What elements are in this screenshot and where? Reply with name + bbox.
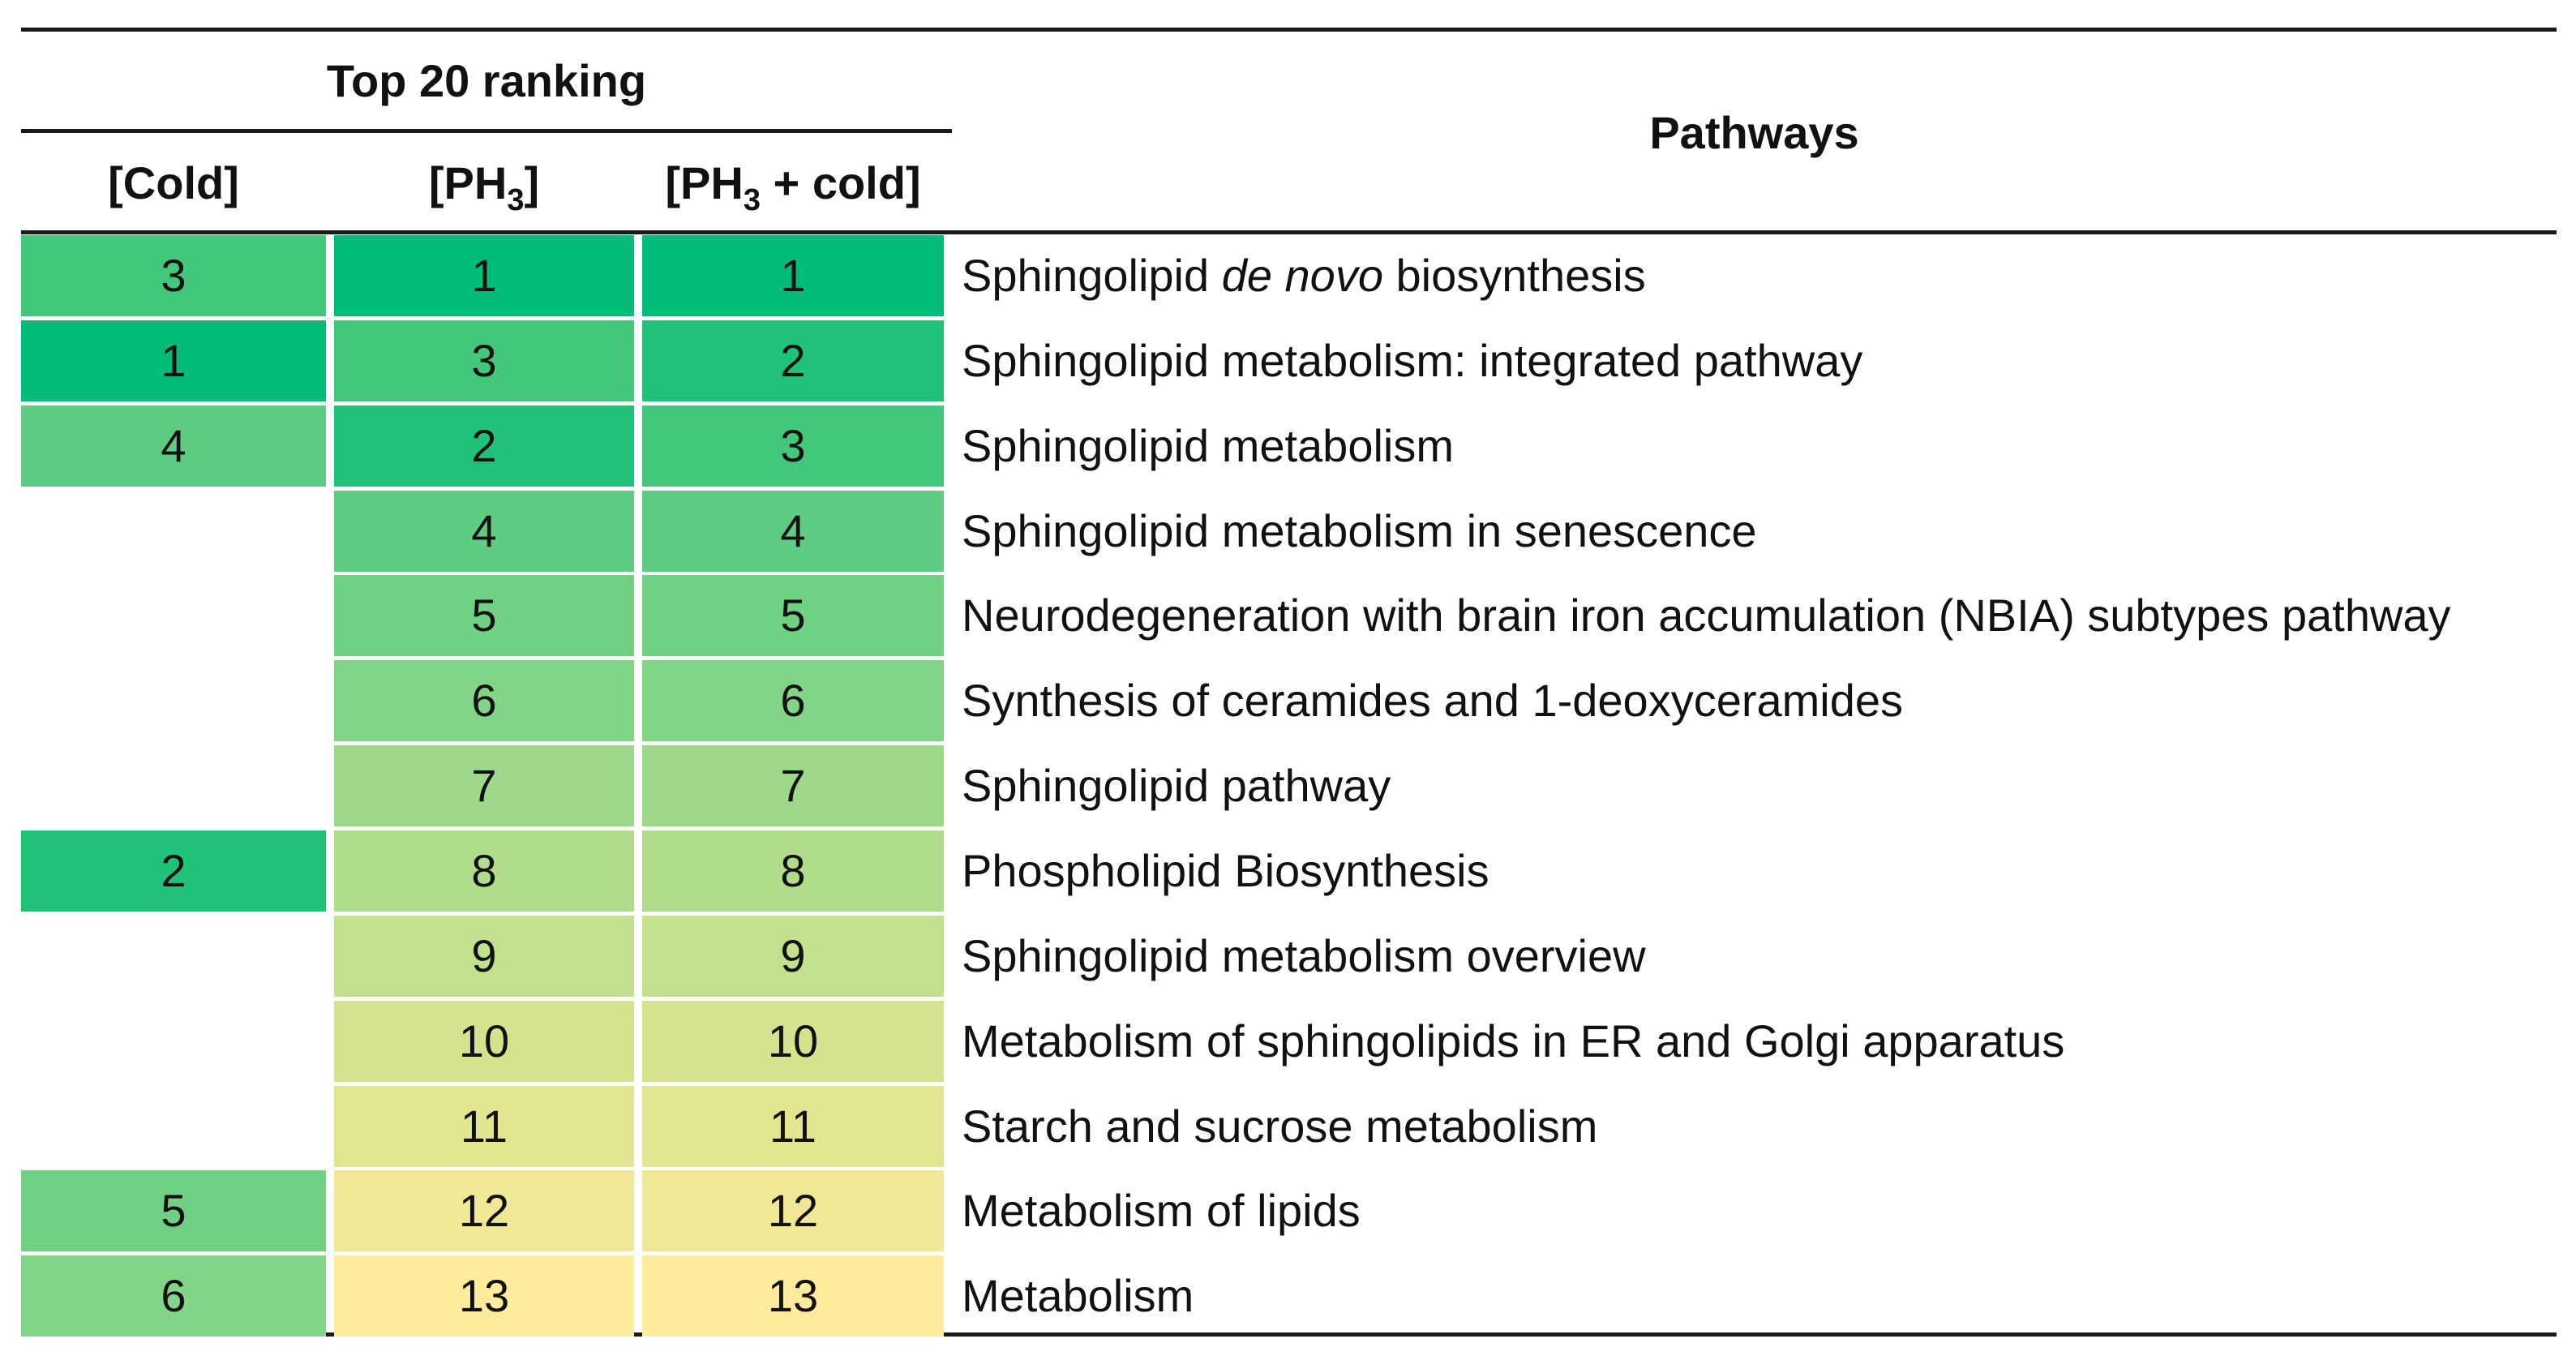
pathway-text-italic: de novo (1221, 250, 1383, 301)
pathway-label: Sphingolipid metabolism overview (962, 916, 1646, 997)
rank-cell-ph3-cold: 6 (642, 660, 944, 742)
rank-cell-ph3: 5 (334, 575, 634, 657)
rank-cell-cold: 6 (21, 1255, 326, 1337)
pathway-text: Starch and sucrose metabolism (962, 1100, 1598, 1152)
pathway-text: Synthesis of ceramides and 1-deoxycerami… (962, 675, 1904, 727)
pathway-label: Sphingolipid de novo biosynthesis (962, 235, 1646, 316)
rank-cell-ph3-cold: 10 (642, 1000, 944, 1082)
pathway-label: Metabolism of lipids (962, 1170, 1361, 1251)
rank-cell-ph3-cold: 5 (642, 575, 944, 657)
pathway-label: Phospholipid Biosynthesis (962, 830, 1489, 912)
rank-cell-ph3: 13 (334, 1255, 634, 1337)
rank-cell-ph3: 4 (334, 490, 634, 572)
col-header-ph3-cold-main: [PH (665, 157, 744, 208)
col-header-pathways: Pathways (1649, 107, 1859, 158)
pathway-text: Metabolism (962, 1270, 1194, 1322)
pathway-label: Synthesis of ceramides and 1-deoxycerami… (962, 660, 1903, 741)
rank-cell-ph3-cold: 8 (642, 830, 944, 912)
rank-cell-ph3-cold: 12 (642, 1170, 944, 1252)
rank-cell-ph3: 8 (334, 830, 634, 912)
rank-cell-cold: 1 (21, 320, 326, 401)
col-header-ph3-cold-end: + cold] (761, 157, 921, 208)
col-header-ph3-end: ] (524, 157, 540, 208)
header-bottom-rule (21, 230, 2557, 234)
col-header-ph3-cold-subscript: 3 (743, 183, 761, 217)
rank-cell-ph3: 11 (334, 1085, 634, 1167)
rank-cell-cold: 4 (21, 405, 326, 487)
rank-cell-cold: 3 (21, 235, 326, 316)
pathway-text: Sphingolipid metabolism overview (962, 929, 1646, 981)
rank-cell-ph3: 2 (334, 405, 634, 487)
pathway-label: Metabolism of sphingolipids in ER and Go… (962, 1001, 2064, 1082)
rank-cell-ph3-cold: 7 (642, 745, 944, 827)
rank-cell-ph3: 12 (334, 1170, 634, 1252)
top-rule (21, 28, 2557, 32)
rank-cell-ph3-cold: 13 (642, 1255, 944, 1337)
rank-cell-ph3: 6 (334, 660, 634, 742)
group-underline-rule (21, 129, 952, 133)
rank-cell-ph3-cold: 2 (642, 320, 944, 401)
rank-cell-ph3-cold: 11 (642, 1085, 944, 1167)
pathway-label: Neurodegeneration with brain iron accumu… (962, 575, 2451, 656)
rank-cell-ph3-cold: 3 (642, 405, 944, 487)
rank-cell-ph3-cold: 4 (642, 490, 944, 572)
pathway-text: Sphingolipid metabolism: integrated path… (962, 334, 1863, 386)
pathway-label: Sphingolipid metabolism: integrated path… (962, 320, 1862, 401)
pathway-label: Sphingolipid metabolism (962, 406, 1454, 487)
pathway-text: Neurodegeneration with brain iron accumu… (962, 590, 2451, 642)
pathway-text: Phospholipid Biosynthesis (962, 844, 1489, 896)
rank-cell-ph3: 9 (334, 915, 634, 997)
rank-cell-cold: 5 (21, 1170, 326, 1252)
col-header-cold: [Cold] (108, 157, 239, 208)
col-header-ph3-cold: [PH3 + cold] (642, 161, 944, 217)
pathway-text: Metabolism of lipids (962, 1185, 1361, 1237)
col-header-ph3-subscript: 3 (507, 183, 525, 217)
pathway-text: Sphingolipid metabolism in senescence (962, 504, 1757, 556)
rank-cell-ph3: 1 (334, 235, 634, 316)
rank-cell-ph3-cold: 9 (642, 915, 944, 997)
pathway-label: Sphingolipid metabolism in senescence (962, 491, 1757, 572)
pathway-label: Sphingolipid pathway (962, 745, 1391, 826)
rank-cell-ph3: 10 (334, 1000, 634, 1082)
bottom-rule (21, 1332, 2557, 1337)
rank-cell-ph3: 7 (334, 745, 634, 827)
pathway-text: Sphingolipid metabolism (962, 419, 1455, 471)
col-header-ph3: [PH3] (334, 161, 634, 217)
pathway-text: Metabolism of sphingolipids in ER and Go… (962, 1015, 2065, 1066)
pathway-text: Sphingolipid pathway (962, 760, 1391, 812)
pathway-text: Sphingolipid (962, 250, 1222, 301)
rank-cell-ph3: 3 (334, 320, 634, 401)
pathway-label: Metabolism (962, 1255, 1194, 1337)
col-header-ph3-main: [PH (428, 157, 508, 208)
pathway-text-suffix: biosynthesis (1382, 250, 1646, 301)
rank-cell-ph3-cold: 1 (642, 235, 944, 316)
group-title: Top 20 ranking (326, 55, 647, 106)
pathway-label: Starch and sucrose metabolism (962, 1086, 1597, 1167)
rank-cell-cold: 2 (21, 830, 326, 912)
